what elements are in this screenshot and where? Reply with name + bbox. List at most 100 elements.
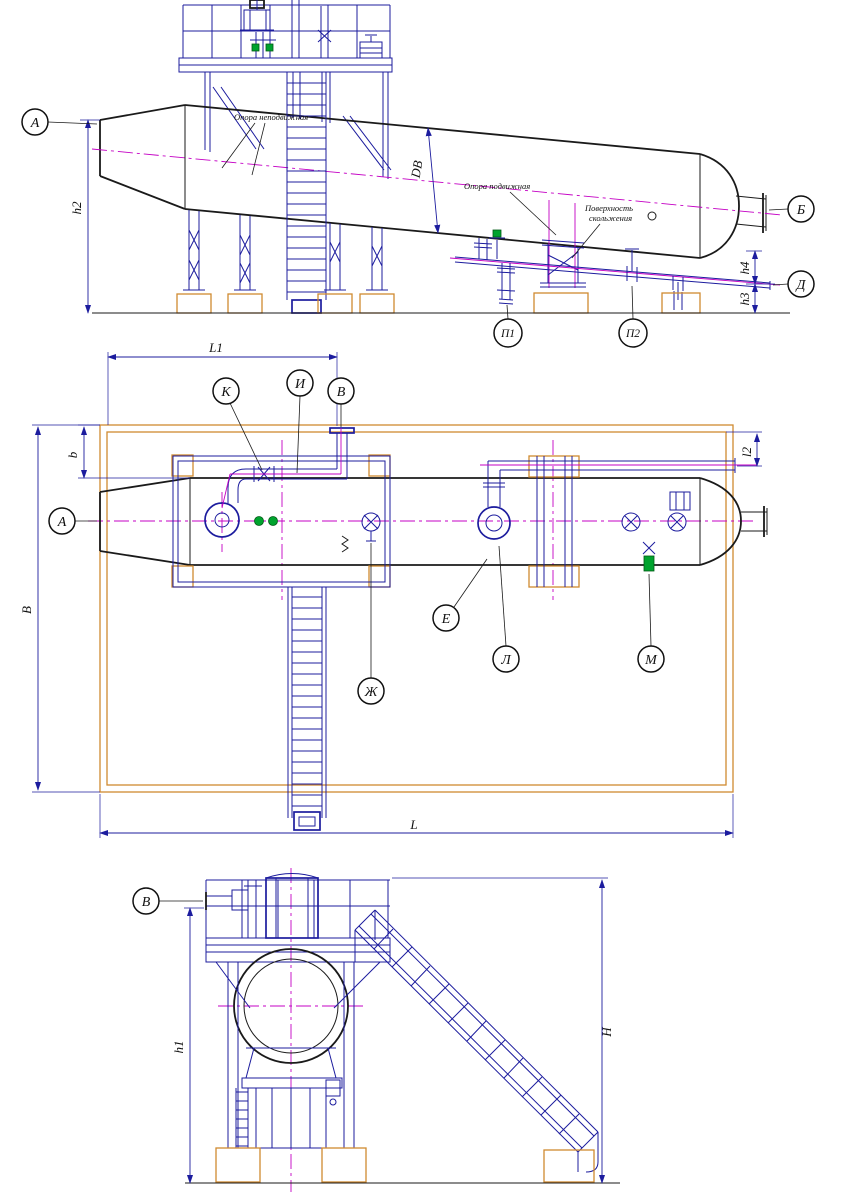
dim-b-big: B: [19, 606, 34, 614]
nozzle-v-end: [206, 895, 232, 907]
shell-side: [184, 104, 701, 259]
movable-support: [540, 239, 586, 288]
vessel-axis-centerline: [91, 148, 783, 216]
stairs-end: [354, 909, 599, 1173]
callout-b-side: Б: [768, 195, 815, 223]
head-plan: [699, 477, 742, 566]
shell-valve-1-plan: [621, 512, 641, 532]
platform-plan: [171, 454, 391, 588]
nozzle-green-1: [254, 516, 264, 526]
foundation-slab-outer: [99, 424, 734, 793]
pipe-flange-v: [329, 427, 355, 434]
pipe-assembly-el: [477, 458, 757, 540]
svg-text:П1: П1: [500, 328, 515, 340]
valve-green-2: [265, 43, 274, 52]
vessel-inner-end: [243, 958, 339, 1054]
dome-end: [265, 877, 319, 939]
callout-d-side: Д: [772, 270, 815, 298]
dim-h-big: H: [599, 1027, 614, 1038]
callout-a-plan: А: [48, 507, 97, 535]
svg-text:Д: Д: [795, 278, 807, 293]
svg-text:П2: П2: [625, 328, 640, 340]
svg-text:Л: Л: [500, 653, 512, 668]
dim-h1: h1: [171, 1041, 186, 1054]
foundations-end: [185, 1147, 620, 1184]
callout-zh-plan: Ж: [357, 543, 385, 705]
svg-text:К: К: [220, 385, 231, 400]
dim-h4: h4: [737, 261, 752, 275]
svg-text:Ж: Ж: [364, 685, 379, 700]
manhole-plan: [204, 502, 240, 538]
callout-e-plan: Е: [432, 558, 488, 632]
foundations-side: [92, 292, 790, 314]
callout-v-plan: В: [327, 377, 355, 427]
side-elevation-view: h2 DB h4 h3 Опора неподвижная Опора подв…: [21, 0, 815, 348]
drain-valve-p1: [496, 263, 516, 305]
ladder-side: [286, 72, 327, 314]
nozzle-green-2: [268, 516, 278, 526]
cone-plan: [99, 477, 191, 566]
platform-end: [205, 873, 391, 963]
callout-v-end: В: [132, 887, 203, 915]
svg-text:В: В: [142, 895, 151, 910]
cone-side: [99, 104, 186, 210]
end-nozzle-side: [735, 195, 767, 231]
dim-h2: h2: [69, 201, 84, 215]
note-sliding-surface-1: Поверхность: [584, 203, 633, 213]
callout-k-plan: К: [212, 377, 263, 471]
end-elevation-view: h1 H В: [132, 868, 620, 1192]
support-frame-end: [215, 961, 381, 1149]
foundation-slab-inner: [106, 431, 727, 786]
notes-side: Опора неподвижная Опора подвижная Поверх…: [221, 112, 633, 259]
shell-valve-2-plan: [667, 512, 687, 532]
svg-text:И: И: [294, 377, 306, 392]
spring-symbol: [341, 535, 349, 553]
svg-text:В: В: [337, 385, 346, 400]
ladder-plan: [287, 587, 327, 831]
plan-view: L1 b B l2 L К И В: [19, 340, 768, 838]
note-sliding-surface-2: скольжения: [589, 213, 632, 223]
callout-l-plan: Л: [492, 545, 520, 673]
note-fixed-support: Опора неподвижная: [234, 112, 308, 122]
shell-plan: [190, 477, 700, 566]
top-platform: [178, 0, 393, 179]
vessel-shell-end: [233, 948, 349, 1064]
note-movable-support: Опора подвижная: [464, 181, 530, 191]
svg-text:А: А: [30, 116, 40, 131]
shell-nozzle-dot: [647, 211, 657, 221]
supports-side: [183, 210, 586, 295]
callout-a-side: А: [21, 108, 98, 136]
dimensions-side: h2 DB h4 h3: [69, 119, 775, 314]
bracket-plan: [669, 491, 691, 511]
bottom-piping-side: [449, 229, 781, 310]
saddle-support-plan: [528, 455, 580, 588]
piping-plan: [204, 427, 757, 572]
svg-text:Е: Е: [441, 612, 451, 627]
valve-green-3: [492, 229, 502, 238]
callout-p2-side: П2: [618, 285, 648, 348]
dim-h3: h3: [737, 292, 752, 306]
svg-text:М: М: [644, 653, 658, 668]
plan-cross-centerlines: [221, 440, 554, 600]
dimensions-plan: L1 b B l2 L: [19, 340, 762, 838]
dim-l2: l2: [739, 446, 754, 457]
support-section-lines: [548, 200, 576, 288]
callout-i-plan: И: [286, 369, 314, 474]
dim-b-small: b: [65, 451, 80, 458]
dim-l-big: L: [409, 817, 417, 832]
valve-zh-plan: [361, 512, 381, 542]
valve-m-plan: [642, 541, 656, 572]
svg-text:Б: Б: [796, 203, 805, 218]
dim-l1: L1: [208, 340, 223, 355]
dim-db: DB: [408, 159, 426, 180]
vessel-side: [99, 104, 767, 259]
end-nozzle-plan: [741, 508, 768, 535]
valve-p2: [625, 248, 639, 282]
callout-p1-side: П1: [493, 304, 523, 348]
callout-m-plan: М: [637, 573, 665, 673]
valve-green-1: [251, 43, 260, 52]
dimensions-end: h1 H: [171, 877, 614, 1184]
vessel-plan: [99, 477, 768, 566]
